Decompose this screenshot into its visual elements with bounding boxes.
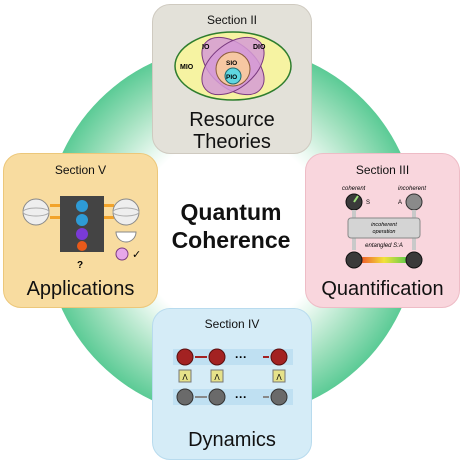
result-qubit-icon: [115, 247, 129, 261]
section-v-card: Section V ? ✓ Applications: [3, 153, 158, 308]
bloch-sphere-left-icon: [22, 198, 50, 226]
center-title: Quantum Coherence: [131, 198, 331, 254]
section-ii-label-line1: Resource: [189, 109, 275, 131]
section-ii-title: Section II: [206, 13, 258, 27]
entangled-qubit-a-icon: [405, 251, 423, 269]
circuit-qubit-3-icon: [76, 228, 88, 240]
venn-pio-circle: [224, 67, 242, 85]
bottom-qubit-1-icon: [176, 388, 194, 406]
section-v-title: Section V: [54, 163, 107, 177]
top-qubit-1-icon: [176, 348, 194, 366]
section-ii-label-line2: Theories: [193, 131, 271, 153]
section-iv-card: Section IV ··· Λ Λ Λ ··· Dynamics: [152, 308, 312, 460]
question-mark: ?: [77, 260, 83, 271]
lambda-3: Λ: [276, 373, 282, 382]
section-ii-card: Section II MIO IO DIO SIO PIO Resource T…: [152, 4, 312, 154]
checkmark: ✓: [132, 249, 141, 261]
applications-illustration: ? ✓: [22, 196, 141, 271]
center-title-line1: Quantum: [180, 199, 282, 225]
venn-diagram: MIO IO DIO SIO PIO: [174, 31, 292, 101]
section-v-label: Applications: [26, 278, 135, 300]
center-title-line2: Coherence: [171, 227, 291, 253]
section-iii-label: Quantification: [321, 278, 444, 300]
operation-line2: operation: [373, 229, 396, 235]
quantification-illustration: coherent incoherent S A incoherent opera…: [342, 186, 426, 269]
incoherent-operation-box: [347, 217, 421, 239]
label-s: S: [366, 200, 370, 206]
measurement-icon: [115, 231, 137, 243]
circuit-qubit-2-icon: [76, 214, 88, 226]
entangled-qubit-s-icon: [345, 251, 363, 269]
circuit-qubit-1-icon: [76, 200, 88, 212]
coherent-label: coherent: [342, 186, 366, 192]
section-iv-title: Section IV: [204, 317, 260, 331]
incoherent-label: incoherent: [398, 186, 426, 192]
bottom-qubit-3-icon: [270, 388, 288, 406]
venn-dio-label: DIO: [253, 44, 266, 51]
section-iii-title: Section III: [355, 163, 410, 177]
operation-line1: incoherent: [371, 222, 397, 228]
dynamics-illustration: ··· Λ Λ Λ ···: [173, 348, 293, 406]
venn-sio-label: SIO: [226, 60, 237, 67]
label-a: A: [398, 200, 402, 206]
incoherent-qubit-icon: [405, 193, 423, 211]
entangled-label: entangled S:A: [365, 243, 403, 249]
bloch-sphere-right-icon: [112, 198, 140, 226]
venn-mio-label: MIO: [180, 64, 194, 71]
section-iv-label: Dynamics: [188, 429, 276, 451]
venn-pio-label: PIO: [226, 74, 237, 81]
venn-io-label: IO: [202, 44, 210, 51]
top-qubit-3-icon: [270, 348, 288, 366]
top-qubit-2-icon: [208, 348, 226, 366]
bottom-ellipsis: ···: [235, 390, 247, 404]
section-ii-label: Resource Theories: [153, 109, 311, 153]
top-ellipsis: ···: [235, 350, 247, 364]
lambda-1: Λ: [182, 373, 188, 382]
section-iii-card: Section III coherent incoherent S A inco…: [305, 153, 460, 308]
bottom-qubit-2-icon: [208, 388, 226, 406]
lambda-2: Λ: [214, 373, 220, 382]
entanglement-bar: [358, 257, 410, 263]
circuit-qubit-4-icon: [77, 241, 87, 251]
